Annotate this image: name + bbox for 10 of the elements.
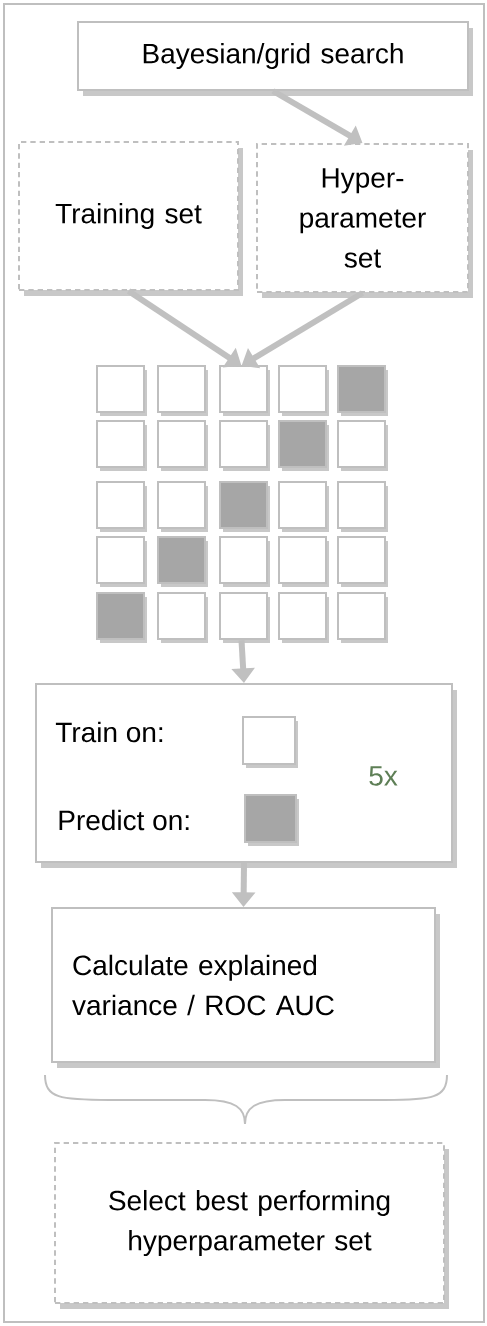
fold-grid-drawing <box>96 365 388 643</box>
node-text: 5x <box>369 766 398 786</box>
input-box: Hyper-parameter set <box>256 143 473 298</box>
process-box: Calculate explained variance / ROC AUC <box>51 907 440 1068</box>
process-box <box>35 683 457 868</box>
input-box: Training set <box>18 141 243 296</box>
process-box: Bayesian/grid search <box>77 21 473 96</box>
node-text: Predict on: <box>59 809 189 831</box>
node-text: Train on: <box>55 721 163 743</box>
output-box: Select best performing hyperparameter set <box>54 1142 449 1309</box>
